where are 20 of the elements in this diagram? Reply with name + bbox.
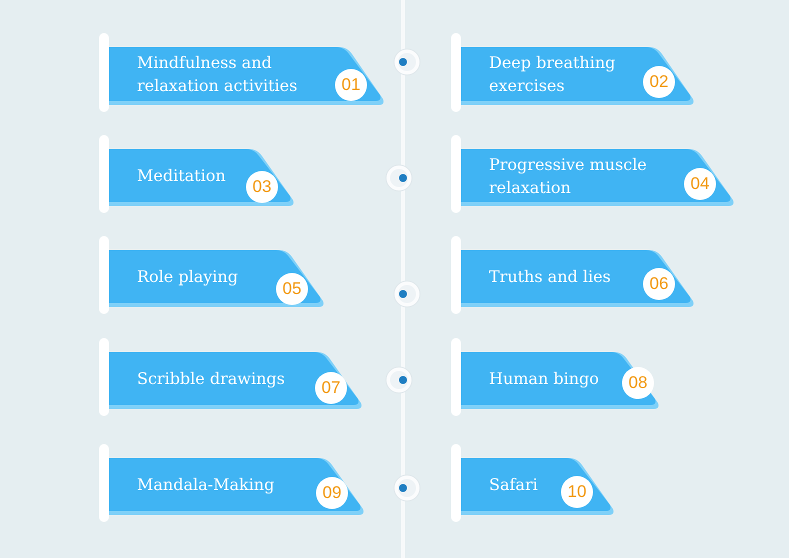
banner-text: Mindfulness and relaxation activities (137, 52, 298, 97)
banner-tab (461, 458, 615, 515)
banner-text: Progressive muscle relaxation (489, 154, 648, 199)
banner-tab (109, 250, 325, 307)
banner-tab (109, 458, 365, 515)
banner-text: Mandala-Making (137, 474, 274, 496)
banner-tab (109, 352, 363, 409)
banner-tab (461, 149, 735, 206)
banner-text: Deep breathing exercises (489, 52, 616, 97)
banner-tab (461, 352, 660, 409)
banner-tab (461, 47, 695, 105)
banner-tab (109, 47, 385, 105)
banner-text: Truths and lies (489, 266, 611, 288)
banner-text: Scribble drawings (137, 368, 285, 390)
banner-tab (109, 149, 295, 206)
banner-text: Role playing (137, 266, 238, 288)
banner-text: Safari (489, 474, 538, 496)
banner-text: Human bingo (489, 368, 599, 390)
banner-text: Meditation (137, 165, 226, 187)
banner-tab (461, 250, 695, 307)
